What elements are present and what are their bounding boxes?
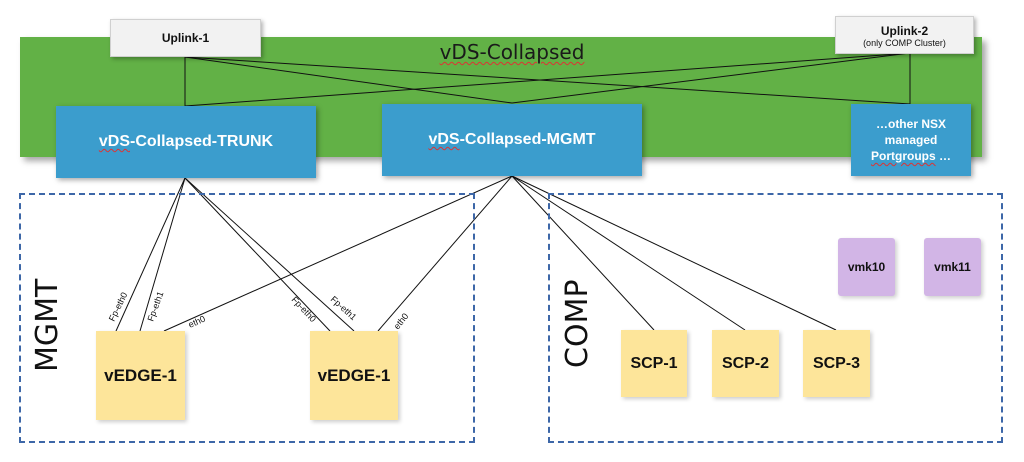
portgroup-line: managed xyxy=(884,133,938,147)
uplink-2[interactable]: Uplink-2 (only COMP Cluster) xyxy=(835,16,974,54)
portgroup-line-part: Portgroups xyxy=(870,149,936,163)
cluster-comp xyxy=(548,193,1003,443)
uplink-1[interactable]: Uplink-1 xyxy=(110,19,261,57)
vm-vedge-1b[interactable]: vEDGE-1 xyxy=(310,331,398,420)
link-mgmt-edge2-eth0 xyxy=(377,175,513,332)
portgroup-line: …other NSX xyxy=(875,117,946,131)
portgroup-label: vDS-Collapsed-MGMT xyxy=(428,131,595,149)
link-trunk-edge1-fp0 xyxy=(115,177,186,332)
link-uplink2-trunk xyxy=(184,52,911,107)
link-mgmt-scp3 xyxy=(511,175,837,331)
portgroup-prefix: vDS xyxy=(98,133,130,150)
vm-label: vEDGE-1 xyxy=(104,365,177,385)
portgroup-label: vDS-Collapsed-TRUNK xyxy=(99,133,273,151)
vm-scp-1[interactable]: SCP-1 xyxy=(621,330,687,397)
vm-vedge-1a[interactable]: vEDGE-1 xyxy=(96,331,185,420)
link-trunk-edge2-fp1 xyxy=(184,177,355,332)
vm-label: vEDGE-1 xyxy=(317,365,391,385)
uplink-subtitle: (only COMP Cluster) xyxy=(863,38,946,48)
link-trunk-edge1-fp1 xyxy=(139,177,186,332)
link-mgmt-scp1 xyxy=(511,175,655,331)
portgroup-suffix: -Collapsed-MGMT xyxy=(459,131,596,148)
link-mgmt-scp2 xyxy=(511,175,746,331)
vm-label: SCP-3 xyxy=(812,354,861,372)
vmk11-interface[interactable]: vmk11 xyxy=(924,238,981,296)
uplink-name: Uplink-1 xyxy=(161,31,210,45)
link-mgmt-edge1-eth0 xyxy=(163,175,513,332)
vm-scp-3[interactable]: SCP-3 xyxy=(803,330,870,397)
portgroup-mgmt[interactable]: vDS-Collapsed-MGMT xyxy=(382,104,642,176)
portgroup-trunk[interactable]: vDS-Collapsed-TRUNK xyxy=(56,106,316,178)
portgroup-other-nsx[interactable]: …other NSX managed Portgroups … xyxy=(851,104,971,176)
portgroup-line: Portgroups … xyxy=(871,148,951,164)
cluster-label-mgmt: MGMT xyxy=(30,278,65,372)
cluster-label-comp: COMP xyxy=(560,279,595,368)
portgroup-prefix: vDS xyxy=(428,131,460,148)
portgroup-suffix: -Collapsed-TRUNK xyxy=(130,133,274,150)
cluster-mgmt xyxy=(19,193,475,443)
vmk10-interface[interactable]: vmk10 xyxy=(838,238,895,296)
vm-scp-2[interactable]: SCP-2 xyxy=(712,330,779,397)
link-uplink2-mgmt xyxy=(511,52,911,104)
portgroup-line-part: … xyxy=(935,149,951,163)
vds-title: vDS-Collapsed xyxy=(439,40,585,64)
vmk-label: vmk10 xyxy=(847,260,886,274)
link-uplink1-mgmt xyxy=(184,56,513,104)
uplink-name: Uplink-2 xyxy=(880,24,929,38)
vmk-label: vmk11 xyxy=(934,260,971,274)
vm-label: SCP-1 xyxy=(630,354,678,372)
vm-label: SCP-2 xyxy=(721,354,770,372)
link-trunk-edge2-fp0 xyxy=(184,177,331,332)
link-uplink1-other xyxy=(184,56,911,105)
